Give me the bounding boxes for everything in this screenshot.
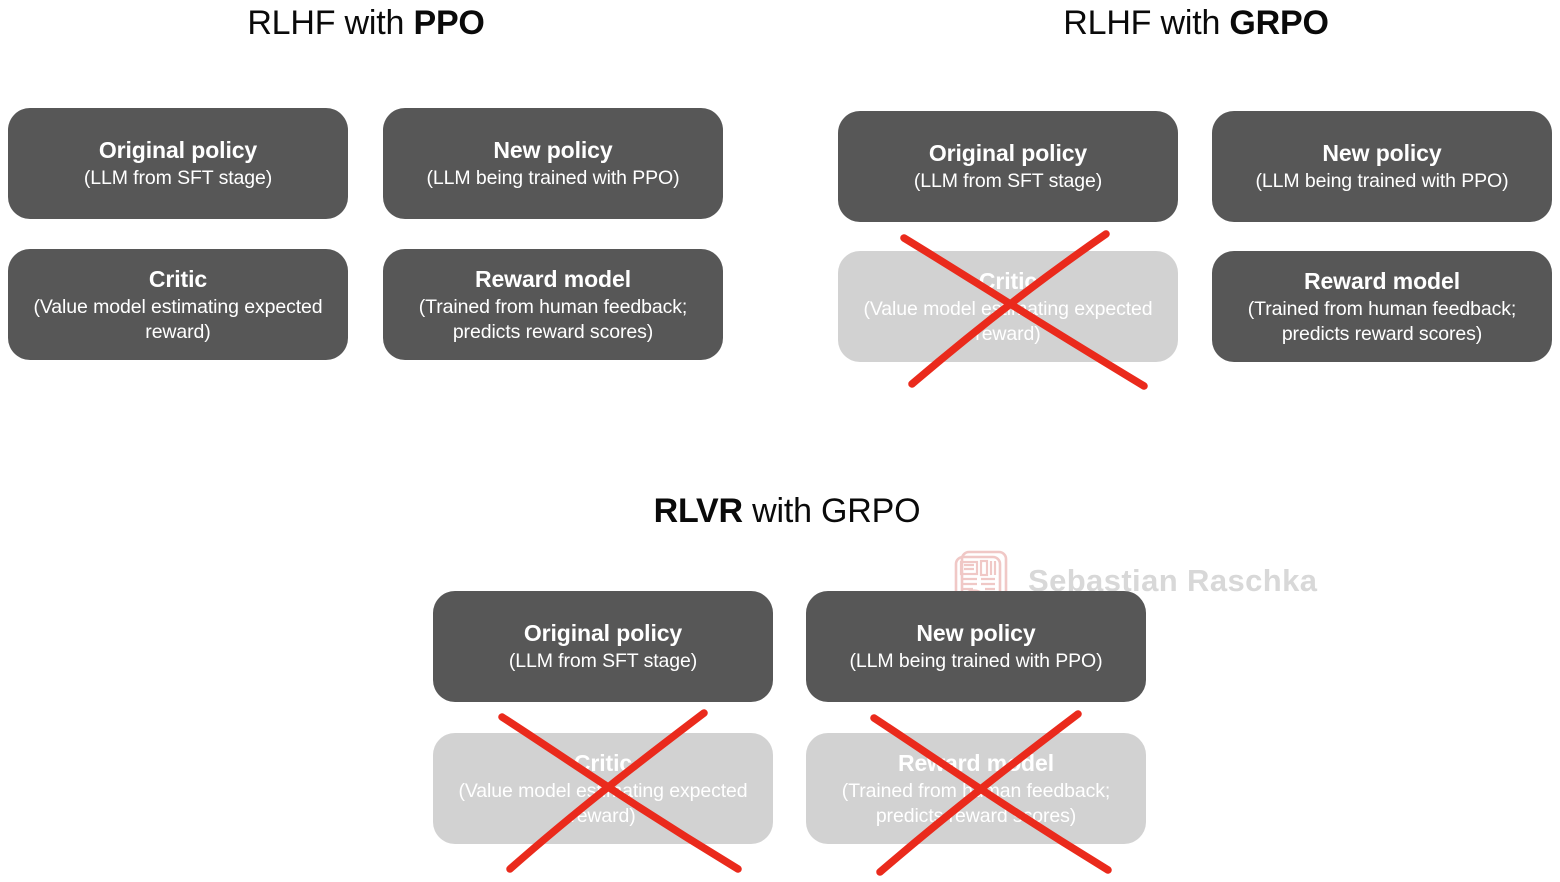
box-title: New policy xyxy=(916,620,1036,646)
title-grpo-plain: RLHF with xyxy=(1063,4,1230,42)
box-ppo-original-policy[interactable]: Original policy (LLM from SFT stage) xyxy=(8,108,348,219)
box-title: Critic xyxy=(978,267,1038,294)
box-ppo-new-policy[interactable]: New policy (LLM being trained with PPO) xyxy=(383,108,723,219)
box-subtitle: (Trained from human feedback; predicts r… xyxy=(418,295,688,343)
title-grpo-bold: GRPO xyxy=(1229,4,1329,42)
box-subtitle: (LLM from SFT stage) xyxy=(913,170,1103,193)
box-title: Original policy xyxy=(98,137,258,163)
box-subtitle: (LLM from SFT stage) xyxy=(83,167,273,190)
box-title: Critic xyxy=(573,749,633,776)
title-ppo-bold: PPO xyxy=(413,4,485,42)
box-subtitle: (LLM being trained with PPO) xyxy=(426,167,680,190)
box-title: Reward model xyxy=(474,265,631,292)
box-title: New policy xyxy=(493,137,613,163)
section-title-grpo: RLHF with GRPO xyxy=(1063,4,1329,42)
box-title: New policy xyxy=(1322,140,1442,166)
box-subtitle: (Value model estimating expected reward) xyxy=(33,295,323,343)
box-grpo-original-policy[interactable]: Original policy (LLM from SFT stage) xyxy=(838,111,1178,222)
box-subtitle: (LLM from SFT stage) xyxy=(508,650,698,673)
box-title: Reward model xyxy=(1303,267,1460,294)
box-title: Original policy xyxy=(523,620,683,646)
box-title: Critic xyxy=(148,265,208,292)
box-subtitle: (Trained from human feedback; predicts r… xyxy=(841,779,1111,827)
box-title: Original policy xyxy=(928,140,1088,166)
box-ppo-critic[interactable]: Critic (Value model estimating expected … xyxy=(8,249,348,360)
section-title-ppo: RLHF with PPO xyxy=(247,4,485,42)
section-title-rlvr: RLVR with GRPO xyxy=(654,494,921,528)
box-rlvr-reward-model[interactable]: Reward model (Trained from human feedbac… xyxy=(806,733,1146,844)
box-subtitle: (Value model estimating expected reward) xyxy=(863,297,1153,345)
box-grpo-critic[interactable]: Critic (Value model estimating expected … xyxy=(838,251,1178,362)
box-subtitle: (Trained from human feedback; predicts r… xyxy=(1247,297,1517,345)
box-rlvr-original-policy[interactable]: Original policy (LLM from SFT stage) xyxy=(433,591,773,702)
box-subtitle: (Value model estimating expected reward) xyxy=(458,779,748,827)
title-ppo-plain: RLHF with xyxy=(247,4,414,42)
box-title: Reward model xyxy=(897,749,1054,776)
box-grpo-new-policy[interactable]: New policy (LLM being trained with PPO) xyxy=(1212,111,1552,222)
box-ppo-reward-model[interactable]: Reward model (Trained from human feedbac… xyxy=(383,249,723,360)
title-rlvr-plain: with GRPO xyxy=(742,492,921,530)
box-grpo-reward-model[interactable]: Reward model (Trained from human feedbac… xyxy=(1212,251,1552,362)
title-rlvr-bold: RLVR xyxy=(653,492,743,530)
box-subtitle: (LLM being trained with PPO) xyxy=(1255,170,1509,193)
box-subtitle: (LLM being trained with PPO) xyxy=(849,650,1103,673)
watermark: Sebastian Raschka xyxy=(952,548,1317,614)
box-rlvr-new-policy[interactable]: New policy (LLM being trained with PPO) xyxy=(806,591,1146,702)
box-rlvr-critic[interactable]: Critic (Value model estimating expected … xyxy=(433,733,773,844)
